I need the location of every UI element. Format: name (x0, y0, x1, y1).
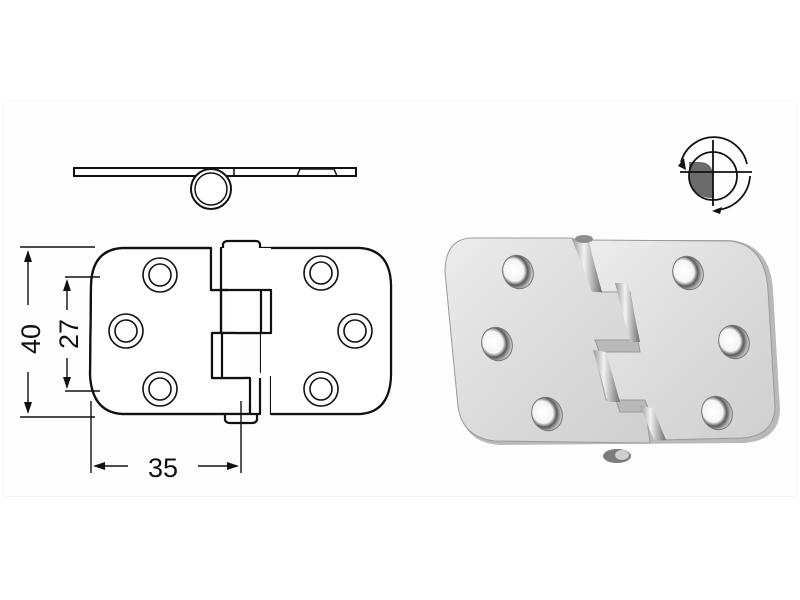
pin-knuckle-inner (194, 172, 228, 206)
front-drawing-view (88, 239, 393, 425)
rotation-symbol-icon (678, 136, 752, 214)
product-photo (444, 235, 780, 463)
left-leaf-holes (108, 257, 178, 407)
side-profile-view (73, 167, 357, 210)
dimension-lines (20, 246, 242, 473)
photo-holes (481, 254, 750, 432)
right-leaf-holes (303, 255, 373, 407)
dimension-label-35: 35 (148, 453, 178, 483)
dimension-label-27: 27 (54, 319, 84, 349)
top-knuckle (221, 239, 262, 248)
dimension-label-40: 40 (16, 324, 46, 354)
